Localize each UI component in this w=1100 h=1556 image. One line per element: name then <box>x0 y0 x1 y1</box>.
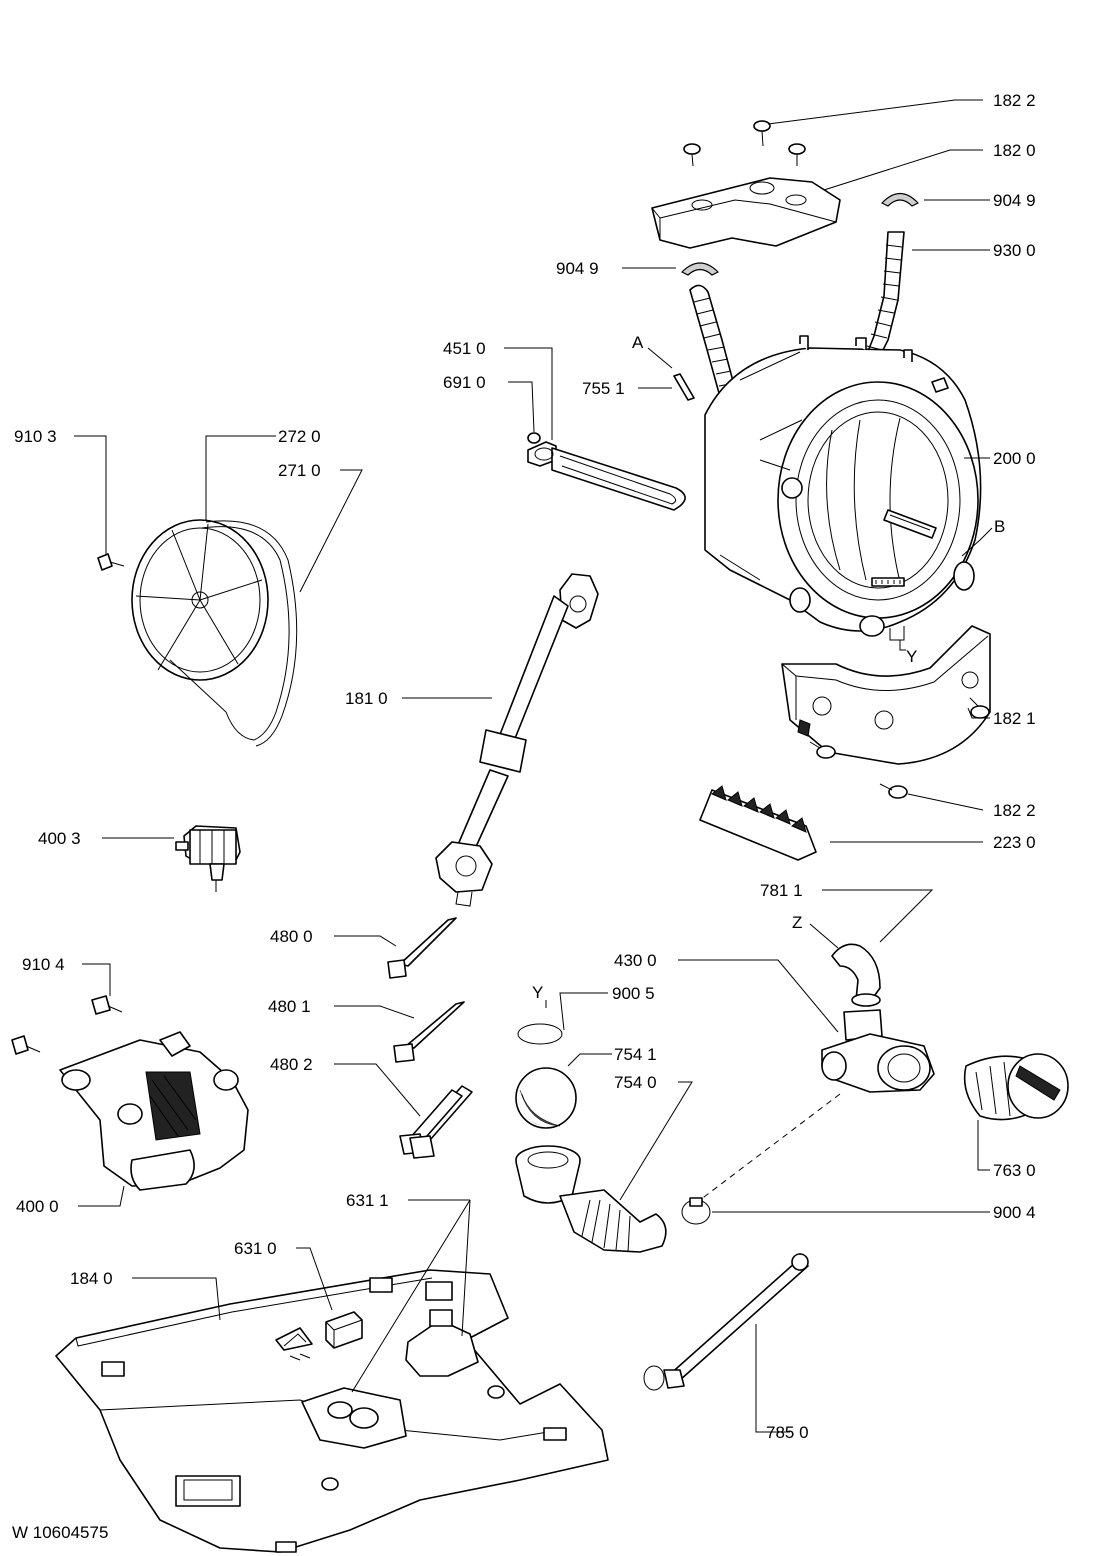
callout-785-0: 785 0 <box>766 1423 809 1442</box>
drum-pulley-272-0 <box>131 519 269 681</box>
triangle-clip <box>275 1327 313 1361</box>
callout-900-5: 900 5 <box>612 984 655 1003</box>
callout-182-1: 182 1 <box>993 709 1036 728</box>
callout-184-0: 184 0 <box>70 1269 113 1288</box>
callout-182-2-bottom: 182 2 <box>993 801 1036 820</box>
document-id: W 10604575 <box>12 1523 108 1542</box>
callout-272-0: 272 0 <box>278 427 321 446</box>
callout-930-0: 930 0 <box>993 241 1036 260</box>
motor-capacitor-400-3 <box>175 825 241 892</box>
leader-lines <box>74 99 993 1433</box>
pin-480-1 <box>393 1001 465 1063</box>
tub-assembly-200-0 <box>704 335 982 641</box>
callout-781-1: 781 1 <box>760 881 803 900</box>
ring-900-5 <box>517 1023 563 1045</box>
upper-counterweight-182-0 <box>651 177 841 249</box>
callout-910-3: 910 3 <box>14 427 57 446</box>
callout-430-0: 430 0 <box>614 951 657 970</box>
heating-element-451-0 <box>527 441 686 511</box>
callout-271-0: 271 0 <box>278 461 321 480</box>
screw-182-1-b <box>809 741 836 759</box>
callout-200-0: 200 0 <box>993 449 1036 468</box>
base-plate-184-0 <box>55 1269 609 1553</box>
hose-clamp-904-9-left <box>680 262 720 276</box>
pulley-bolt-910-3 <box>97 553 125 571</box>
ref-letter-y-drum: Y <box>906 647 917 666</box>
motor-400-0 <box>59 1031 249 1191</box>
lower-counterweight-182-1 <box>781 625 991 765</box>
callout-691-0: 691 0 <box>443 373 486 392</box>
ref-letter-a: A <box>632 333 644 352</box>
callout-181-0: 181 0 <box>345 689 388 708</box>
part-223-0 <box>699 785 817 861</box>
callout-labels: 182 2 182 0 904 9 930 0 904 9 451 0 691 … <box>12 91 1036 1542</box>
ball-754-1 <box>515 1067 577 1129</box>
callout-223-0: 223 0 <box>993 833 1036 852</box>
callout-451-0: 451 0 <box>443 339 486 358</box>
screw-182-2-top <box>753 120 771 147</box>
ref-letter-z: Z <box>792 913 802 932</box>
drive-belt-271-0 <box>169 520 298 747</box>
hose-clamp-904-9-right <box>881 192 919 207</box>
callout-480-0: 480 0 <box>270 927 313 946</box>
callout-631-1: 631 1 <box>346 1191 389 1210</box>
ref-letter-y-ring: Y <box>532 983 543 1002</box>
callout-400-0: 400 0 <box>16 1197 59 1216</box>
callout-755-1: 755 1 <box>582 379 625 398</box>
motor-bolt-910-4 <box>91 995 123 1015</box>
sump-hose-754-0 <box>515 1145 667 1253</box>
hose-785-0 <box>643 1253 809 1391</box>
screw-182-1-a <box>969 697 990 719</box>
clip-631-0 <box>325 1311 363 1349</box>
shock-absorber-181-0 <box>435 573 599 907</box>
callout-904-9-right: 904 9 <box>993 191 1036 210</box>
callout-904-9-left: 904 9 <box>556 259 599 278</box>
ref-letter-b: B <box>994 517 1005 536</box>
screw-182-0-left <box>683 143 701 167</box>
callout-631-0: 631 0 <box>234 1239 277 1258</box>
elbow-hose-781-1 <box>831 943 881 1007</box>
callout-910-4: 910 4 <box>22 955 65 974</box>
callout-182-0: 182 0 <box>993 141 1036 160</box>
callout-754-1: 754 1 <box>614 1045 657 1064</box>
callout-480-2: 480 2 <box>270 1055 313 1074</box>
pin-480-0 <box>387 917 457 979</box>
callout-182-2-top: 182 2 <box>993 91 1036 110</box>
callout-480-1: 480 1 <box>268 997 311 1016</box>
callout-754-0: 754 0 <box>614 1073 657 1092</box>
nut-691-0 <box>527 432 541 444</box>
ntc-sensor-755-1 <box>673 373 695 401</box>
clamp-900-4 <box>681 1197 711 1225</box>
callout-900-4: 900 4 <box>993 1203 1036 1222</box>
drain-pump-430-0 <box>699 1009 935 1201</box>
callout-400-3: 400 3 <box>38 829 81 848</box>
pin-480-2 <box>399 1085 473 1159</box>
pump-filter-763-0 <box>963 1053 1069 1121</box>
screw-182-0-right <box>788 143 806 166</box>
screw-182-2-bottom <box>879 783 908 799</box>
callout-763-0: 763 0 <box>993 1161 1036 1180</box>
motor-bolt-left <box>11 1035 41 1055</box>
